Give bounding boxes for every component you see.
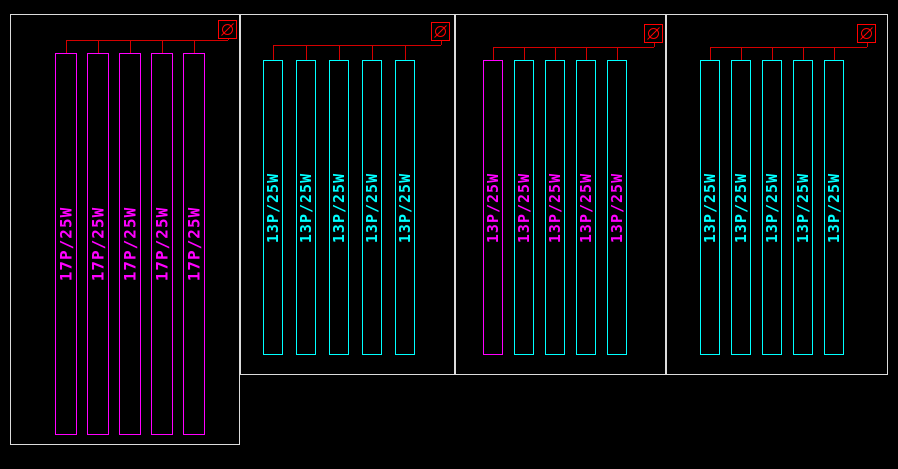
pv-panel: 13P/25W xyxy=(545,60,565,355)
pv-panel: 13P/25W xyxy=(329,60,349,355)
pv-panel: 17P/25W xyxy=(87,53,109,435)
wire-stub xyxy=(98,40,99,53)
wire-stub xyxy=(772,47,773,60)
wire-stub xyxy=(834,47,835,60)
pv-panel: 17P/25W xyxy=(55,53,77,435)
panel-label: 13P/25W xyxy=(363,172,381,243)
pv-panel: 13P/25W xyxy=(514,60,534,355)
circuit-meter-icon xyxy=(431,22,450,41)
pv-panel: 13P/25W xyxy=(263,60,283,355)
pv-panel: 13P/25W xyxy=(296,60,316,355)
wire-stub xyxy=(441,41,442,45)
panel-label: 13P/25W xyxy=(484,172,502,243)
pv-panel: 13P/25W xyxy=(793,60,813,355)
wire-stub xyxy=(555,47,556,60)
panel-label: 17P/25W xyxy=(88,206,108,282)
panel-label: 13P/25W xyxy=(794,172,812,243)
pv-panel: 13P/25W xyxy=(700,60,720,355)
bus-wire xyxy=(493,47,654,48)
wire-stub xyxy=(524,47,525,60)
pv-panel: 17P/25W xyxy=(119,53,141,435)
panel-label: 17P/25W xyxy=(184,206,204,282)
wire-stub xyxy=(306,45,307,60)
panel-label: 17P/25W xyxy=(152,206,172,282)
wire-stub xyxy=(339,45,340,60)
pv-panel: 13P/25W xyxy=(762,60,782,355)
panel-label: 13P/25W xyxy=(396,172,414,243)
pv-panel: 17P/25W xyxy=(151,53,173,435)
wire-stub xyxy=(273,45,274,60)
panel-label: 13P/25W xyxy=(515,172,533,243)
wire-stub xyxy=(372,45,373,60)
array-group-4 xyxy=(666,14,888,375)
panel-label: 13P/25W xyxy=(701,172,719,243)
bus-wire xyxy=(66,40,228,41)
pv-panel: 13P/25W xyxy=(395,60,415,355)
wire-stub xyxy=(130,40,131,53)
panel-label: 17P/25W xyxy=(120,206,140,282)
circuit-meter-icon xyxy=(218,20,237,39)
wire-stub xyxy=(867,43,868,47)
circuit-meter-icon xyxy=(218,20,237,39)
pv-panel: 13P/25W xyxy=(576,60,596,355)
pv-panel: 13P/25W xyxy=(483,60,503,355)
circuit-meter-icon xyxy=(857,24,876,43)
panel-label: 13P/25W xyxy=(763,172,781,243)
circuit-meter-icon xyxy=(644,24,663,43)
array-group-1 xyxy=(10,14,240,445)
circuit-meter-icon xyxy=(644,24,663,43)
bus-wire xyxy=(710,47,867,48)
wire-stub xyxy=(228,39,229,40)
wire-stub xyxy=(710,47,711,60)
panel-label: 13P/25W xyxy=(608,172,626,243)
panel-label: 13P/25W xyxy=(546,172,564,243)
wire-stub xyxy=(617,47,618,60)
pv-panel: 17P/25W xyxy=(183,53,205,435)
pv-panel: 13P/25W xyxy=(607,60,627,355)
bus-wire xyxy=(273,45,441,46)
panel-label: 13P/25W xyxy=(577,172,595,243)
panel-label: 17P/25W xyxy=(56,206,76,282)
array-group-3 xyxy=(455,14,666,375)
panel-label: 13P/25W xyxy=(330,172,348,243)
wire-stub xyxy=(654,43,655,47)
pv-panel: 13P/25W xyxy=(362,60,382,355)
circuit-meter-icon xyxy=(431,22,450,41)
panel-label: 13P/25W xyxy=(732,172,750,243)
pv-panel: 13P/25W xyxy=(731,60,751,355)
wire-stub xyxy=(162,40,163,53)
panel-label: 13P/25W xyxy=(264,172,282,243)
array-group-2 xyxy=(240,14,455,375)
wire-stub xyxy=(194,40,195,53)
wire-stub xyxy=(66,40,67,53)
wire-stub xyxy=(405,45,406,60)
wire-stub xyxy=(586,47,587,60)
circuit-meter-icon xyxy=(857,24,876,43)
panel-label: 13P/25W xyxy=(825,172,843,243)
wire-stub xyxy=(803,47,804,60)
pv-panel: 13P/25W xyxy=(824,60,844,355)
panel-label: 13P/25W xyxy=(297,172,315,243)
wire-stub xyxy=(493,47,494,60)
wire-stub xyxy=(741,47,742,60)
